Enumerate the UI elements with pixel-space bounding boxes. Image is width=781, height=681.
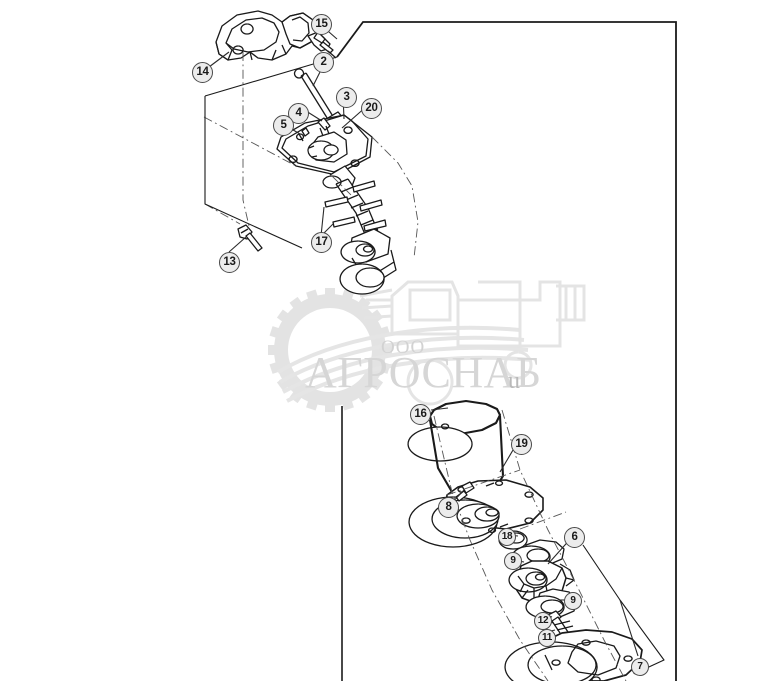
callout-balloon-17[interactable]: 17 [311, 232, 332, 253]
callout-balloon-15[interactable]: 15 [311, 14, 332, 35]
part-5-stud [298, 127, 310, 142]
callout-balloon-16[interactable]: 16 [410, 404, 431, 425]
callout-balloon-9[interactable]: 9 [564, 592, 582, 610]
callout-balloon-7[interactable]: 7 [631, 658, 649, 676]
field-rows-icon [276, 325, 533, 403]
callout-balloon-8[interactable]: 8 [438, 497, 459, 518]
part-19-end-cap-flange [408, 479, 544, 548]
combine-harvester-icon [359, 280, 586, 406]
callout-balloon-11[interactable]: 11 [538, 629, 556, 647]
lower-assembly-group [407, 399, 665, 681]
part-motor-housing-can [407, 399, 505, 502]
part-7-housing-bowl [504, 629, 643, 681]
callout-balloon-14[interactable]: 14 [192, 62, 213, 83]
part-20-mounting-plate [276, 114, 373, 176]
callout-balloon-20[interactable]: 20 [361, 98, 382, 119]
callout-balloon-18[interactable]: 18 [498, 528, 516, 546]
assembly-axis-lines [203, 52, 419, 259]
part-stack-bearing-seal [339, 228, 397, 295]
callout-balloon-12[interactable]: 12 [534, 612, 552, 630]
callout-balloon-5[interactable]: 5 [273, 115, 294, 136]
part-14-yoke-bracket [215, 10, 317, 61]
diagram-frame-border [336, 21, 677, 681]
callout-balloon-19[interactable]: 19 [511, 434, 532, 455]
callout-balloon-3[interactable]: 3 [336, 87, 357, 108]
watermark-graphics [268, 280, 586, 412]
callout-balloon-2[interactable]: 2 [313, 52, 334, 73]
callout-balloon-6[interactable]: 6 [564, 527, 585, 548]
lower-assembly-axis-lines [433, 409, 627, 681]
upper-assembly-group [203, 10, 419, 295]
callout-balloon-4[interactable]: 4 [288, 103, 309, 124]
callout-balloon-9[interactable]: 9 [504, 552, 522, 570]
part-13-bolt [237, 224, 263, 252]
callout-balloon-13[interactable]: 13 [219, 252, 240, 273]
